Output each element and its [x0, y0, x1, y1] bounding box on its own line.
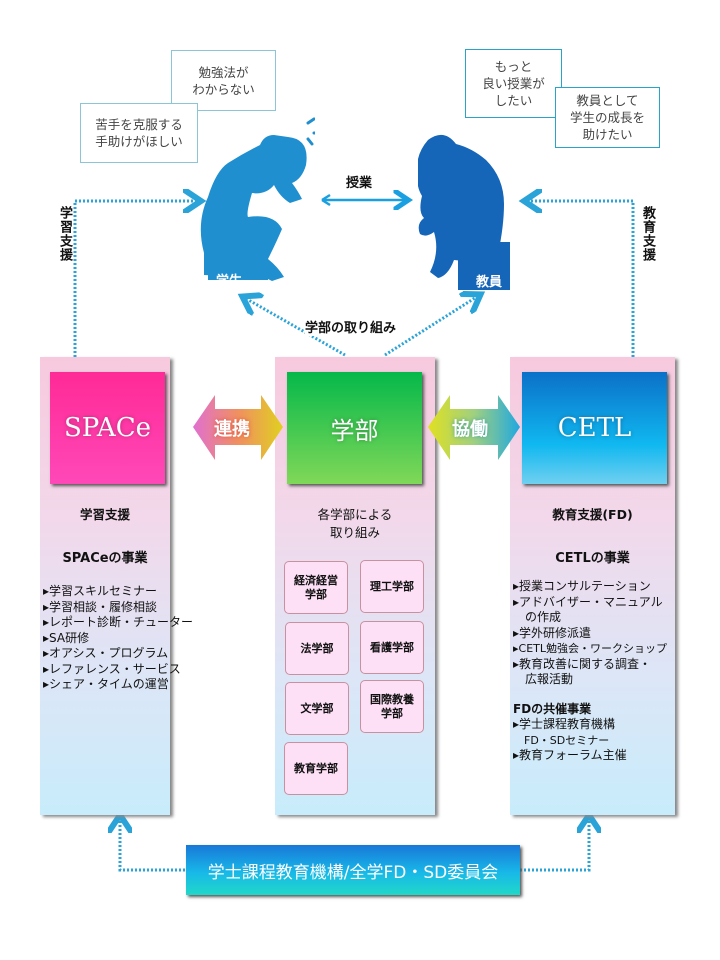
dept-label: 理工学部 — [370, 579, 414, 593]
dept-label: 国際教養 — [370, 692, 414, 706]
list-item: ▸CETL勉強会・ワークショップ — [513, 642, 667, 655]
education-support-label: 教育支援 — [640, 206, 655, 262]
teacher-bubble-help-growth: 教員として学生の成長を助けたい — [555, 87, 660, 148]
list-item: ▸オアシス・プログラム — [43, 646, 169, 660]
student-bubble-help: 苦手を克服する手助けがほしい — [80, 103, 198, 163]
dept-science-engineering[interactable]: 理工学部 — [360, 560, 424, 613]
dept-education[interactable]: 教育学部 — [284, 742, 348, 795]
faculty-to-teacher-line — [384, 296, 478, 357]
list-item: ▸シェア・タイムの運営 — [43, 677, 169, 691]
teacher-thinker-figure: 教員 — [418, 134, 510, 290]
list-item: ▸学習相談・履修相談 — [43, 599, 158, 614]
cetl-items: ▸授業コンサルテーション ▸アドバイザー・マニュアル の作成 ▸学外研修派遣 ▸… — [513, 579, 667, 764]
teacher-label: 教員 — [475, 274, 502, 290]
dept-global-liberal-arts[interactable]: 国際教養学部 — [360, 680, 424, 733]
dept-label: 経済経営 — [294, 573, 338, 587]
space-section-title: SPACeの事業 — [62, 551, 148, 566]
bubble-line: したい — [494, 93, 533, 108]
list-item: ▸学外研修派遣 — [513, 625, 592, 640]
list-item: ▸SA研修 — [43, 630, 90, 645]
list-item: ▸学習スキルセミナー — [43, 584, 158, 598]
bubble-line: わからない — [192, 81, 255, 97]
dept-label: 文学部 — [300, 701, 334, 715]
student-thinker-figure: 学生 — [200, 117, 315, 289]
list-item: ▸レファレンス・サービス — [43, 661, 181, 676]
cohost-title: FDの共催事業 — [513, 701, 592, 716]
faculty-box: 学部 — [287, 372, 422, 484]
committee-box: 学士課程教育機構/全学FD・SD委員会 — [186, 845, 520, 895]
faculty-to-student-line — [245, 298, 346, 357]
learning-support-label: 学習支援 — [57, 206, 72, 262]
bubble-line: 手助けがほしい — [95, 134, 183, 149]
student-bubble-study-method: 勉強法がわからない — [171, 50, 276, 111]
dept-economics-management[interactable]: 経済経営学部 — [284, 561, 348, 614]
bubble-line: 教員として — [576, 93, 639, 108]
list-item: 広報活動 — [513, 672, 574, 686]
education-support-line — [527, 201, 635, 357]
bubble-line: 勉強法が — [198, 64, 249, 80]
cetl-section-title: CETLの事業 — [555, 551, 630, 566]
bubble-line: 学生の成長を — [569, 110, 645, 125]
collab-arrow — [428, 395, 520, 460]
link-label: 連携 — [214, 419, 250, 440]
dept-label: 看護学部 — [370, 640, 414, 654]
space-box: SPACe — [50, 372, 165, 484]
list-item: ▸教育フォーラム主催 — [513, 748, 627, 762]
bubble-line: 良い授業が — [482, 76, 545, 91]
list-item: FD・SDセミナー — [513, 733, 610, 747]
space-items: ▸学習スキルセミナー ▸学習相談・履修相談 ▸レポート診断・チューター ▸SA研… — [43, 584, 193, 693]
cetl-subtitle: 教育支援(FD) — [552, 507, 633, 522]
dept-label: 教育学部 — [294, 761, 338, 775]
list-item: の作成 — [513, 610, 562, 624]
list-item: ▸レポート診断・チューター — [43, 615, 194, 629]
list-item: ▸アドバイザー・マニュアル — [513, 594, 663, 609]
space-subtitle: 学習支援 — [79, 507, 130, 522]
subtitle-line: 取り組み — [329, 525, 380, 540]
faculty-subtitle: 各学部による 取り組み — [275, 506, 435, 542]
subtitle-line: 各学部による — [317, 507, 393, 522]
collab-label: 協働 — [452, 419, 488, 440]
cetl-box: CETL — [522, 372, 667, 484]
list-item: ▸学士課程教育機構 — [513, 717, 616, 731]
learning-support-line — [73, 201, 198, 357]
student-label: 学生 — [216, 273, 242, 289]
faculty-efforts-label: 学部の取り組み — [305, 317, 397, 336]
bubble-line: 苦手を克服する — [95, 117, 183, 132]
class-label: 授業 — [346, 176, 373, 191]
dept-label: 法学部 — [300, 641, 334, 655]
teacher-bubble-better-class: もっと良い授業がしたい — [465, 49, 562, 118]
list-item: ▸授業コンサルテーション — [513, 579, 651, 593]
bubble-line: 助けたい — [582, 127, 633, 142]
dept-label: 学部 — [305, 587, 327, 601]
bubble-line: もっと — [494, 59, 533, 74]
dept-nursing[interactable]: 看護学部 — [360, 621, 424, 674]
committee-to-cetl-line — [520, 818, 589, 872]
link-arrow — [193, 395, 283, 460]
dept-letters[interactable]: 文学部 — [285, 682, 349, 735]
list-item: ▸教育改善に関する調査・ — [513, 656, 652, 671]
dept-label: 学部 — [381, 706, 403, 720]
committee-to-space-line — [120, 818, 185, 872]
dept-law[interactable]: 法学部 — [285, 622, 349, 675]
